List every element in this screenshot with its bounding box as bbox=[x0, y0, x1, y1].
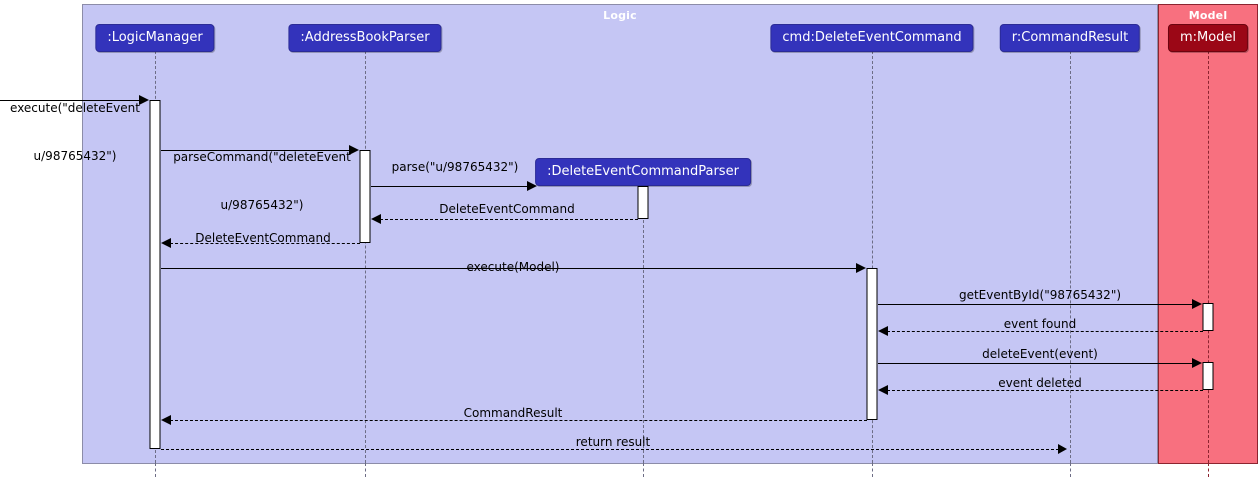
lifeline-addressbookparser-tail bbox=[365, 463, 366, 477]
activation-addressbookparser bbox=[359, 150, 371, 243]
message-line-parse bbox=[371, 186, 528, 187]
message-line-return-deleteeventcommand-logic bbox=[170, 243, 360, 244]
message-label-command-result: CommandResult bbox=[463, 406, 563, 420]
lifeline-logicmanager-tail bbox=[155, 463, 156, 477]
activation-model-2 bbox=[1202, 362, 1214, 390]
message-line-execute-command bbox=[0, 100, 140, 101]
activation-logicmanager bbox=[149, 100, 161, 449]
participant-logicmanager-label: :LogicManager bbox=[107, 30, 203, 45]
message-arrow-event-deleted bbox=[878, 385, 888, 395]
message-label-parse-command-line2: u/98765432") bbox=[220, 198, 304, 212]
activation-model-1 bbox=[1202, 303, 1214, 331]
participant-commandresult[interactable]: r:CommandResult bbox=[999, 24, 1141, 52]
message-label-return-deleteeventcommand-parser: DeleteEventCommand bbox=[439, 202, 575, 216]
message-arrow-return-deleteeventcommand-logic bbox=[161, 238, 171, 248]
participant-deleteeventcommand-label: cmd:DeleteEventCommand bbox=[782, 30, 962, 45]
message-arrow-execute-command bbox=[139, 95, 149, 105]
participant-commandresult-label: r:CommandResult bbox=[1011, 30, 1129, 45]
message-line-execute-model bbox=[161, 268, 857, 269]
lifeline-addressbookparser bbox=[365, 51, 366, 463]
message-label-return-deleteeventcommand-logic: DeleteEventCommand bbox=[195, 231, 331, 245]
message-label-parse-command: parseCommand("deleteEvent u/98765432") bbox=[162, 117, 362, 245]
message-label-return-result: return result bbox=[575, 435, 651, 449]
frame-model-title: Model bbox=[1188, 9, 1228, 22]
frame-logic: Logic bbox=[82, 4, 1158, 464]
message-line-event-deleted bbox=[887, 390, 1203, 391]
lifeline-commandresult-tail bbox=[1070, 463, 1071, 477]
message-label-parse: parse("u/98765432") bbox=[391, 160, 519, 174]
message-label-execute-command-line1: execute("deleteEvent bbox=[10, 101, 140, 115]
participant-addressbookparser-label: :AddressBookParser bbox=[300, 30, 430, 45]
lifeline-deleteeventcommand bbox=[872, 51, 873, 463]
message-arrow-command-result bbox=[161, 415, 171, 425]
message-label-event-deleted: event deleted bbox=[998, 376, 1082, 390]
message-arrow-return-deleteeventcommand-parser bbox=[371, 214, 381, 224]
message-arrow-delete-event bbox=[1192, 358, 1202, 368]
message-label-delete-event: deleteEvent(event) bbox=[982, 347, 1098, 361]
lifeline-model-tail bbox=[1208, 463, 1209, 477]
message-line-return-result bbox=[161, 449, 1059, 450]
message-arrow-parse-command bbox=[349, 145, 359, 155]
message-arrow-return-result bbox=[1058, 444, 1067, 454]
message-line-parse-command bbox=[161, 150, 350, 151]
participant-deleteeventcommandparser[interactable]: :DeleteEventCommandParser bbox=[535, 158, 751, 186]
lifeline-deleteeventcommand-tail bbox=[872, 463, 873, 477]
lifeline-commandresult bbox=[1070, 51, 1071, 463]
activation-deleteeventcommand bbox=[866, 268, 878, 420]
message-arrow-execute-model bbox=[856, 263, 866, 273]
message-line-command-result bbox=[170, 420, 867, 421]
participant-deleteeventcommandparser-label: :DeleteEventCommandParser bbox=[547, 164, 739, 179]
participant-addressbookparser[interactable]: :AddressBookParser bbox=[288, 24, 442, 52]
participant-model-label: m:Model bbox=[1179, 30, 1237, 45]
message-arrow-parse bbox=[527, 181, 537, 191]
participant-logicmanager[interactable]: :LogicManager bbox=[95, 24, 215, 52]
message-label-execute-command-line2: u/98765432") bbox=[33, 149, 117, 163]
lifeline-deleteeventcommandparser-tail bbox=[643, 463, 644, 477]
message-line-event-found bbox=[887, 331, 1203, 332]
frame-logic-title: Logic bbox=[603, 9, 637, 22]
message-label-parse-command-line1: parseCommand("deleteEvent bbox=[173, 150, 351, 164]
participant-model[interactable]: m:Model bbox=[1167, 24, 1249, 52]
message-line-return-deleteeventcommand-parser bbox=[380, 219, 638, 220]
participant-deleteeventcommand[interactable]: cmd:DeleteEventCommand bbox=[770, 24, 974, 52]
activation-deleteeventcommandparser bbox=[637, 186, 649, 219]
lifeline-model bbox=[1208, 51, 1209, 463]
message-line-get-event-by-id bbox=[878, 304, 1193, 305]
lifeline-deleteeventcommandparser bbox=[643, 185, 644, 463]
message-label-execute-model: execute(Model) bbox=[466, 260, 560, 274]
message-label-get-event-by-id: getEventById("98765432") bbox=[958, 288, 1122, 302]
message-label-execute-command: execute("deleteEvent u/98765432") bbox=[0, 68, 150, 196]
message-arrow-event-found bbox=[878, 326, 888, 336]
message-arrow-get-event-by-id bbox=[1192, 299, 1202, 309]
message-line-delete-event bbox=[878, 363, 1193, 364]
message-label-event-found: event found bbox=[1003, 317, 1077, 331]
